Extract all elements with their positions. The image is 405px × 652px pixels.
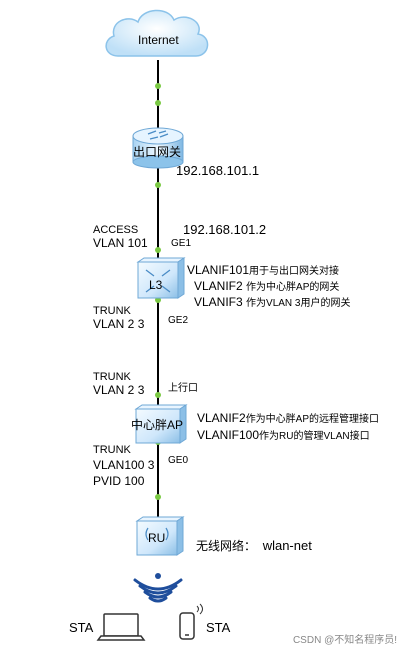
wireless-label: 无线网络： [196,539,257,553]
link-ap-down-vlan: VLAN100 3 [93,458,155,472]
l3-vlanif-desc: 作为VLAN 3用户的网关 [246,298,351,309]
link-ap-up-vlan: VLAN 2 3 [93,383,145,397]
link-dot [155,182,161,188]
ap-vlanif-name: VLANIF2 [197,411,246,425]
l3-info-line-3: VLANIF3 作为VLAN 3用户的网关 [194,295,351,310]
link-dot [155,494,161,500]
link-dot [155,392,161,398]
sta-left-label: STA [69,620,94,635]
central-ap-label: 中心胖AP [131,418,184,432]
link-l3-up-vlan: VLAN 101 [93,236,148,250]
internet-cloud-icon [105,9,209,57]
link-l3-up-mode: ACCESS [93,224,139,236]
sta-right-label: STA [206,620,231,635]
phone-icon [179,603,203,640]
ru-device-icon [135,516,185,556]
l3-info-line-2: VLANIF2 作为中心胖AP的网关 [194,279,340,294]
link-dot [155,100,161,106]
link-l3-up-ip: 192.168.101.2 [183,222,267,237]
l3-vlanif-name: VLANIF3 [194,295,243,309]
l3-vlanif-desc: 用于与出口网关对接 [249,266,340,277]
l3-vlanif-name: VLANIF101 [187,263,250,277]
link-ap-up-mode: TRUNK [93,371,131,383]
link-l3-down-mode: TRUNK [93,305,131,317]
l3-vlanif-name: VLANIF2 [194,279,243,293]
link-ap-down-pvid: PVID 100 [93,474,145,488]
link-ap-down-mode: TRUNK [93,444,131,456]
l3-info-line-1: VLANIF101用于与出口网关对接 [187,263,340,278]
watermark: CSDN @不知名程序员! [292,635,397,646]
link-l3-down-port: GE2 [168,315,189,326]
central-ap-icon [134,404,188,444]
gateway-label: 出口网关 [133,145,182,159]
ap-vlanif-name: VLANIF100 [197,428,260,442]
link-ap-up-port: 上行口 [168,383,198,394]
gateway-router-icon [132,127,184,169]
l3-vlanif-desc: 作为中心胖AP的网关 [246,282,340,293]
link-ap-down-port: GE0 [168,455,189,466]
wireless-ssid: wlan-net [262,538,312,553]
wifi-dot [155,573,161,579]
l3-label: L3 [149,278,163,292]
internet-label: Internet [138,33,179,47]
gateway-ip: 192.168.101.1 [176,163,260,178]
link-dot [155,83,161,89]
laptop-icon [96,613,146,641]
ap-vlanif-desc: 作为中心胖AP的远程管理接口 [245,414,380,425]
ap-info-line-1: VLANIF2作为中心胖AP的远程管理接口 [197,411,380,426]
ru-label: RU [148,531,166,545]
ap-info-line-2: VLANIF100作为RU的管理VLAN接口 [197,428,370,443]
ap-vlanif-desc: 作为RU的管理VLAN接口 [259,431,370,442]
link-l3-up-port: GE1 [171,238,192,249]
wifi-signal-icon [133,578,183,603]
link-l3-down-vlan: VLAN 2 3 [93,317,145,331]
l3-switch-icon [136,257,186,299]
wireless-network: 无线网络： wlan-net [196,539,312,553]
link-dot [155,247,161,253]
